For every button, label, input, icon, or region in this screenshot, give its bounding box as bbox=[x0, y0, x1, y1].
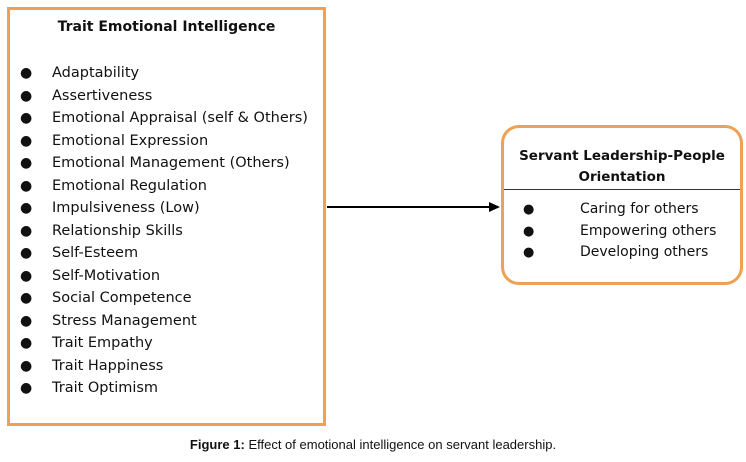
caption-label: Figure 1: bbox=[189, 437, 245, 452]
orientation-list: ● Caring for others ● Empowering others ● D… bbox=[504, 199, 740, 264]
orientation-label: Caring for others bbox=[580, 201, 699, 217]
arrow-head-icon bbox=[489, 202, 500, 212]
trait-list: ● Adaptability ● Assertiveness ● Emotional … bbox=[10, 62, 323, 400]
bullet-icon: ● bbox=[20, 200, 33, 216]
list-item: ● Developing others bbox=[504, 242, 740, 264]
list-item: ● Self-Esteem bbox=[10, 242, 323, 265]
trait-emotional-intelligence-box: Trait Emotional Intelligence ● Adaptabili… bbox=[7, 7, 326, 426]
bullet-icon: ● bbox=[20, 110, 33, 126]
figure-caption: Figure 1: Effect of emotional intelligen… bbox=[0, 437, 746, 452]
bullet-icon: ● bbox=[20, 335, 33, 351]
list-item: ● Relationship Skills bbox=[10, 220, 323, 243]
bullet-icon: ● bbox=[20, 155, 33, 171]
bullet-icon: ● bbox=[20, 380, 33, 396]
bullet-icon: ● bbox=[20, 267, 33, 284]
list-item: ● Trait Happiness bbox=[10, 355, 323, 378]
orientation-label: Developing others bbox=[580, 244, 709, 260]
bullet-icon: ● bbox=[20, 222, 33, 239]
bullet-icon: ● bbox=[20, 87, 33, 104]
divider bbox=[504, 189, 740, 190]
list-item: ● Trait Empathy bbox=[10, 332, 323, 355]
list-item: ● Emotional Management (Others) bbox=[10, 152, 323, 175]
list-item: ● Trait Optimism bbox=[10, 377, 323, 400]
list-item: ● Stress Management bbox=[10, 310, 323, 333]
bullet-icon: ● bbox=[523, 202, 535, 217]
trait-label: Trait Happiness bbox=[52, 357, 164, 374]
list-item: ● Adaptability bbox=[10, 62, 323, 85]
leadership-box-title: Servant Leadership-People Orientation bbox=[519, 148, 725, 185]
bullet-icon: ● bbox=[20, 312, 33, 329]
orientation-label: Empowering others bbox=[580, 222, 717, 239]
list-item: ● Empowering others bbox=[504, 221, 740, 243]
list-item: ● Emotional Appraisal (self & Others) bbox=[10, 107, 323, 130]
caption-text: Effect of emotional intelligence on serv… bbox=[244, 437, 557, 452]
bullet-icon: ● bbox=[20, 245, 33, 261]
trait-label: Social Competence bbox=[52, 290, 192, 306]
list-item: ● Assertiveness bbox=[10, 85, 323, 108]
trait-label: Relationship Skills bbox=[52, 222, 183, 239]
trait-label: Self-Esteem bbox=[52, 245, 139, 261]
trait-label: Emotional Expression bbox=[52, 132, 209, 149]
trait-label: Self-Motivation bbox=[52, 267, 161, 284]
bullet-icon: ● bbox=[523, 223, 535, 239]
bullet-icon: ● bbox=[20, 132, 33, 149]
trait-label: Emotional Management (Others) bbox=[52, 155, 290, 171]
list-item: ● Emotional Expression bbox=[10, 130, 323, 153]
list-item: ● Emotional Regulation bbox=[10, 175, 323, 198]
bullet-icon: ● bbox=[523, 245, 535, 260]
list-item: ● Social Competence bbox=[10, 287, 323, 310]
bullet-icon: ● bbox=[20, 290, 33, 306]
list-item: ● Caring for others bbox=[504, 199, 740, 221]
trait-label: Impulsiveness (Low) bbox=[52, 200, 200, 216]
trait-label: Assertiveness bbox=[52, 87, 153, 104]
list-item: ● Self-Motivation bbox=[10, 265, 323, 288]
servant-leadership-box: Servant Leadership-People Orientation ● C… bbox=[501, 125, 743, 285]
trait-label: Adaptability bbox=[52, 65, 140, 81]
bullet-icon: ● bbox=[20, 357, 33, 374]
trait-label: Trait Optimism bbox=[52, 380, 159, 396]
bullet-icon: ● bbox=[20, 65, 33, 81]
trait-label: Emotional Regulation bbox=[52, 177, 207, 194]
trait-label: Emotional Appraisal (self & Others) bbox=[52, 110, 308, 126]
trait-label: Stress Management bbox=[52, 312, 197, 329]
list-item: ● Impulsiveness (Low) bbox=[10, 197, 323, 220]
trait-box-title: Trait Emotional Intelligence bbox=[57, 19, 276, 35]
trait-label: Trait Empathy bbox=[52, 335, 153, 351]
bullet-icon: ● bbox=[20, 177, 33, 194]
